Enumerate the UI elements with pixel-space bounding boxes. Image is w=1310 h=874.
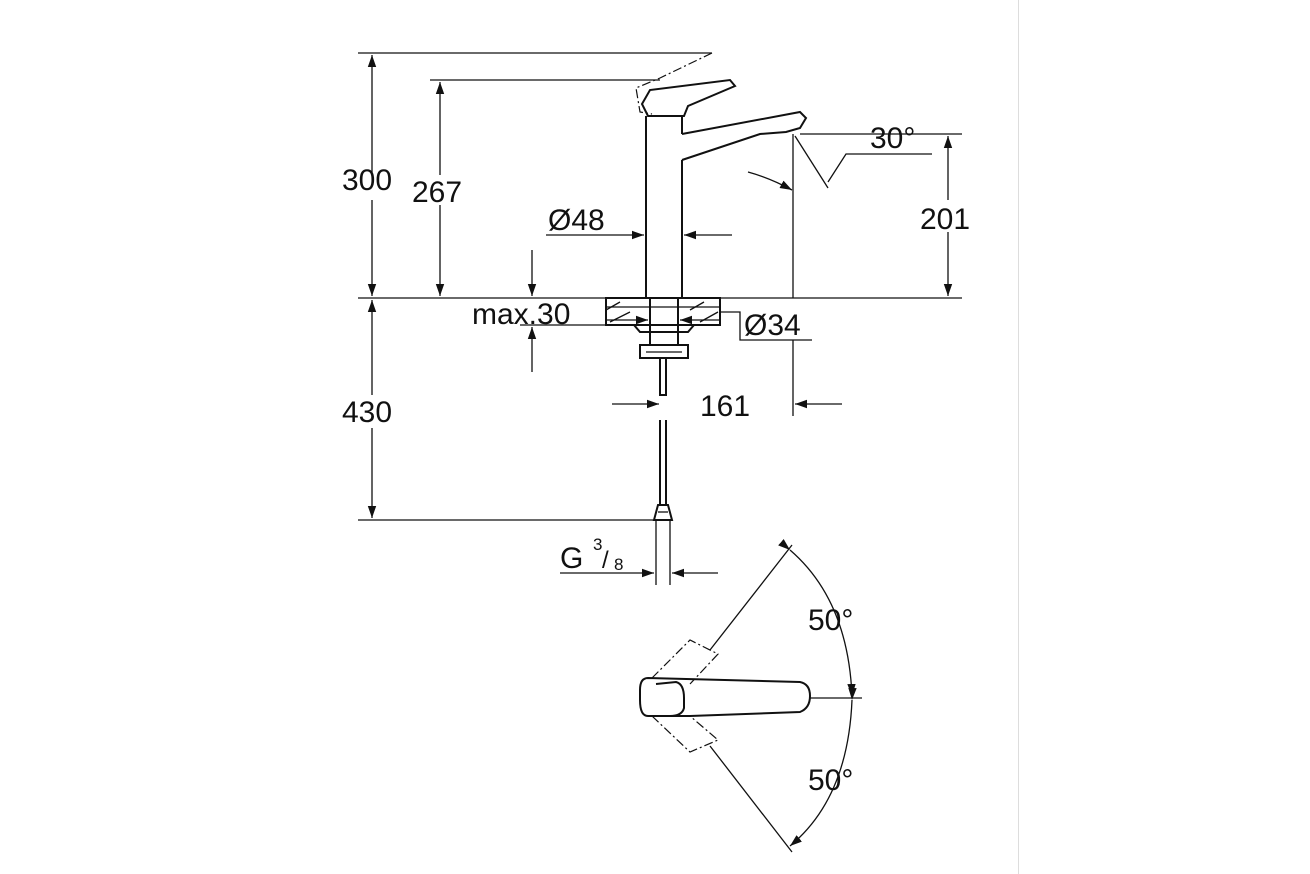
label-diameter-34: Ø34: [744, 309, 801, 342]
label-267: 267: [412, 176, 462, 209]
label-diameter-48: Ø48: [548, 204, 605, 237]
panel-divider: [1018, 0, 1019, 874]
label-thread-denominator: 8: [614, 555, 623, 574]
label-swing-up: 50°: [808, 604, 853, 637]
label-thread-slash: /: [602, 547, 609, 574]
dimension-161: 161: [612, 340, 842, 423]
label-30-degrees: 30°: [870, 122, 915, 155]
label-201: 201: [920, 203, 970, 236]
dimension-300: 300: [342, 55, 392, 296]
dimension-connection-thread: G 3 / 8: [560, 535, 718, 578]
label-swing-down: 50°: [808, 764, 853, 797]
dimension-max30: max.30: [472, 250, 606, 372]
label-300: 300: [342, 164, 392, 197]
dimension-diameter-34: Ø34: [606, 309, 812, 342]
faucet-top-view: 50° 50°: [639, 538, 862, 853]
faucet-side-view: [605, 52, 808, 585]
label-161: 161: [700, 390, 750, 423]
label-430: 430: [342, 396, 392, 429]
dimension-267: 267: [412, 82, 462, 296]
label-thread-numerator: 3: [593, 535, 602, 554]
dimension-430: 430: [342, 300, 392, 518]
label-max30: max.30: [472, 298, 570, 331]
dimension-201: 201: [920, 136, 970, 296]
label-thread-g: G: [560, 542, 583, 575]
dimension-diameter-48: Ø48: [546, 204, 732, 240]
dimension-spout-angle: 30°: [747, 122, 932, 191]
